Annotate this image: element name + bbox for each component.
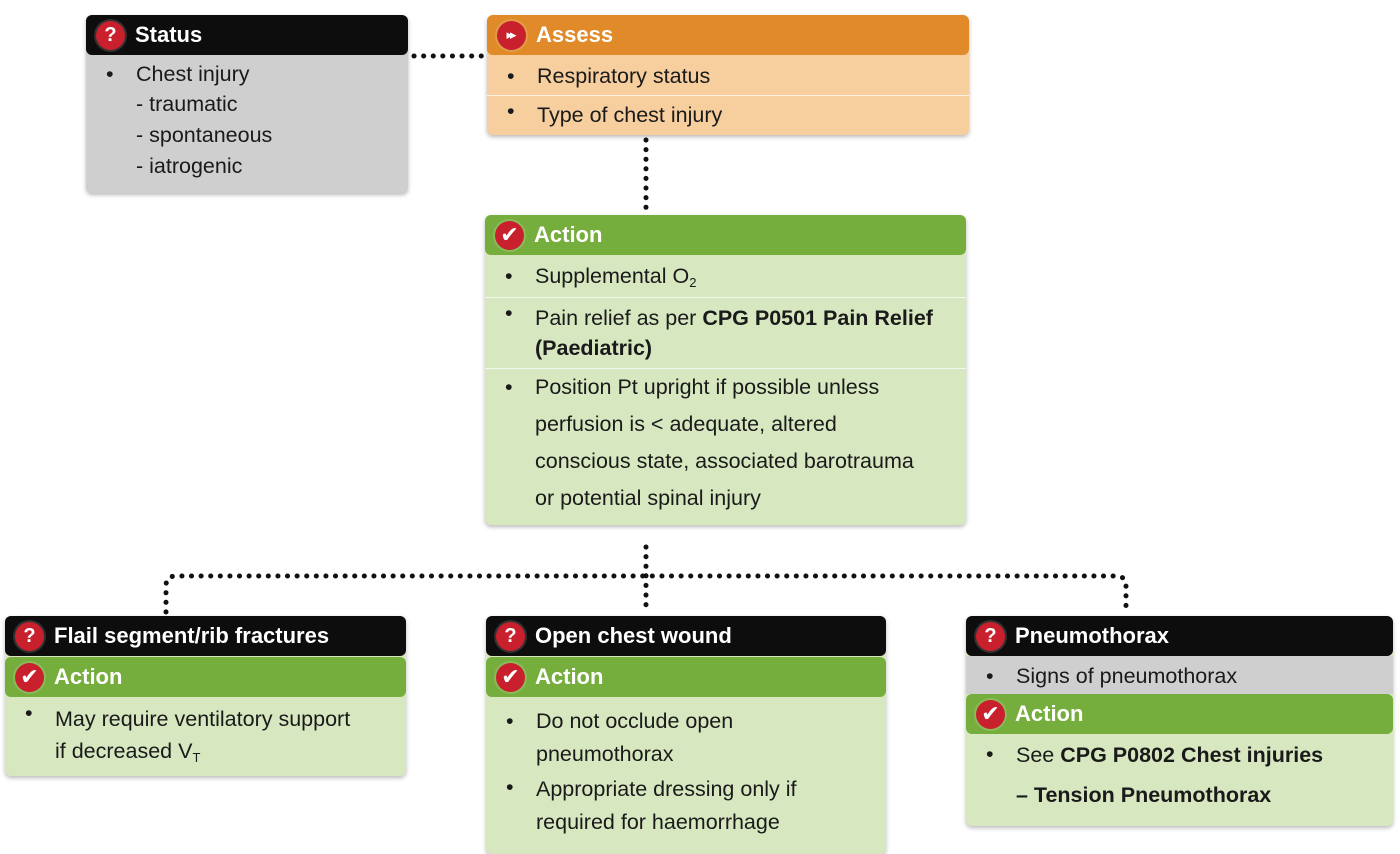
action-item-position: Position Pt upright if possible unless p… [485, 369, 966, 517]
check-icon: ✔ [15, 662, 44, 692]
question-icon: ? [976, 621, 1005, 651]
assess-item: Type of chest injury [487, 96, 969, 130]
check-icon: ✔ [976, 699, 1005, 729]
flail-action-title: Action [54, 664, 123, 689]
pneumothorax-title: Pneumothorax [1015, 623, 1170, 648]
pneumothorax-signs-row: Signs of pneumothorax [966, 656, 1393, 696]
status-title: Status [135, 22, 203, 47]
status-item: Chest injury [86, 59, 408, 89]
assess-header: ▸▸ Assess [487, 15, 969, 55]
pneumothorax-box: ? Pneumothorax Signs of pneumothorax ✔ A… [966, 616, 1393, 826]
pneumothorax-signs: Signs of pneumothorax [966, 656, 1393, 696]
status-subitem: - traumatic [136, 92, 238, 116]
flail-box: ? Flail segment/rib fractures ✔ Action M… [5, 616, 406, 776]
flail-item: May require ventilatory support if decre… [5, 697, 406, 767]
open-chest-title: Open chest wound [535, 623, 732, 648]
open-chest-action-title: Action [535, 664, 604, 689]
open-chest-action-header: ✔ Action [486, 657, 886, 697]
question-icon: ? [15, 621, 44, 651]
flail-action-header: ✔ Action [5, 657, 406, 697]
flail-header: ? Flail segment/rib fractures [5, 616, 406, 656]
pneumothorax-action-title: Action [1015, 701, 1084, 726]
open-chest-item: Do not occlude open pneumothorax [486, 705, 886, 771]
assess-title: Assess [536, 22, 614, 47]
action-header: ✔ Action [485, 215, 966, 255]
assess-box: ▸▸ Assess Respiratory status Type of che… [487, 15, 969, 135]
action-item-oxygen: Supplemental O2 [485, 261, 966, 297]
action-title: Action [534, 222, 603, 247]
question-icon: ? [496, 621, 525, 651]
status-subitem: - spontaneous [136, 123, 273, 147]
open-chest-item: Appropriate dressing only if required fo… [486, 771, 886, 839]
pneumothorax-item: See CPG P0802 Chest injuries – Tension P… [966, 734, 1393, 815]
fast-forward-icon: ▸▸ [497, 20, 526, 50]
status-header: ? Status [86, 15, 408, 55]
assess-item: Respiratory status [487, 61, 969, 95]
pneumothorax-header: ? Pneumothorax [966, 616, 1393, 656]
open-chest-header: ? Open chest wound [486, 616, 886, 656]
flail-title: Flail segment/rib fractures [54, 623, 330, 648]
status-box: ? Status Chest injury - traumatic - spon… [86, 15, 408, 193]
check-icon: ✔ [495, 220, 524, 250]
pneumothorax-action-header: ✔ Action [966, 694, 1393, 734]
open-chest-box: ? Open chest wound ✔ Action Do not occlu… [486, 616, 886, 854]
action-box: ✔ Action Supplemental O2 Pain relief as … [485, 215, 966, 525]
check-icon: ✔ [496, 662, 525, 692]
status-subitem: - iatrogenic [136, 154, 243, 178]
action-item-pain-relief: Pain relief as per CPG P0501 Pain Relief… [485, 298, 966, 368]
question-icon: ? [96, 20, 125, 50]
